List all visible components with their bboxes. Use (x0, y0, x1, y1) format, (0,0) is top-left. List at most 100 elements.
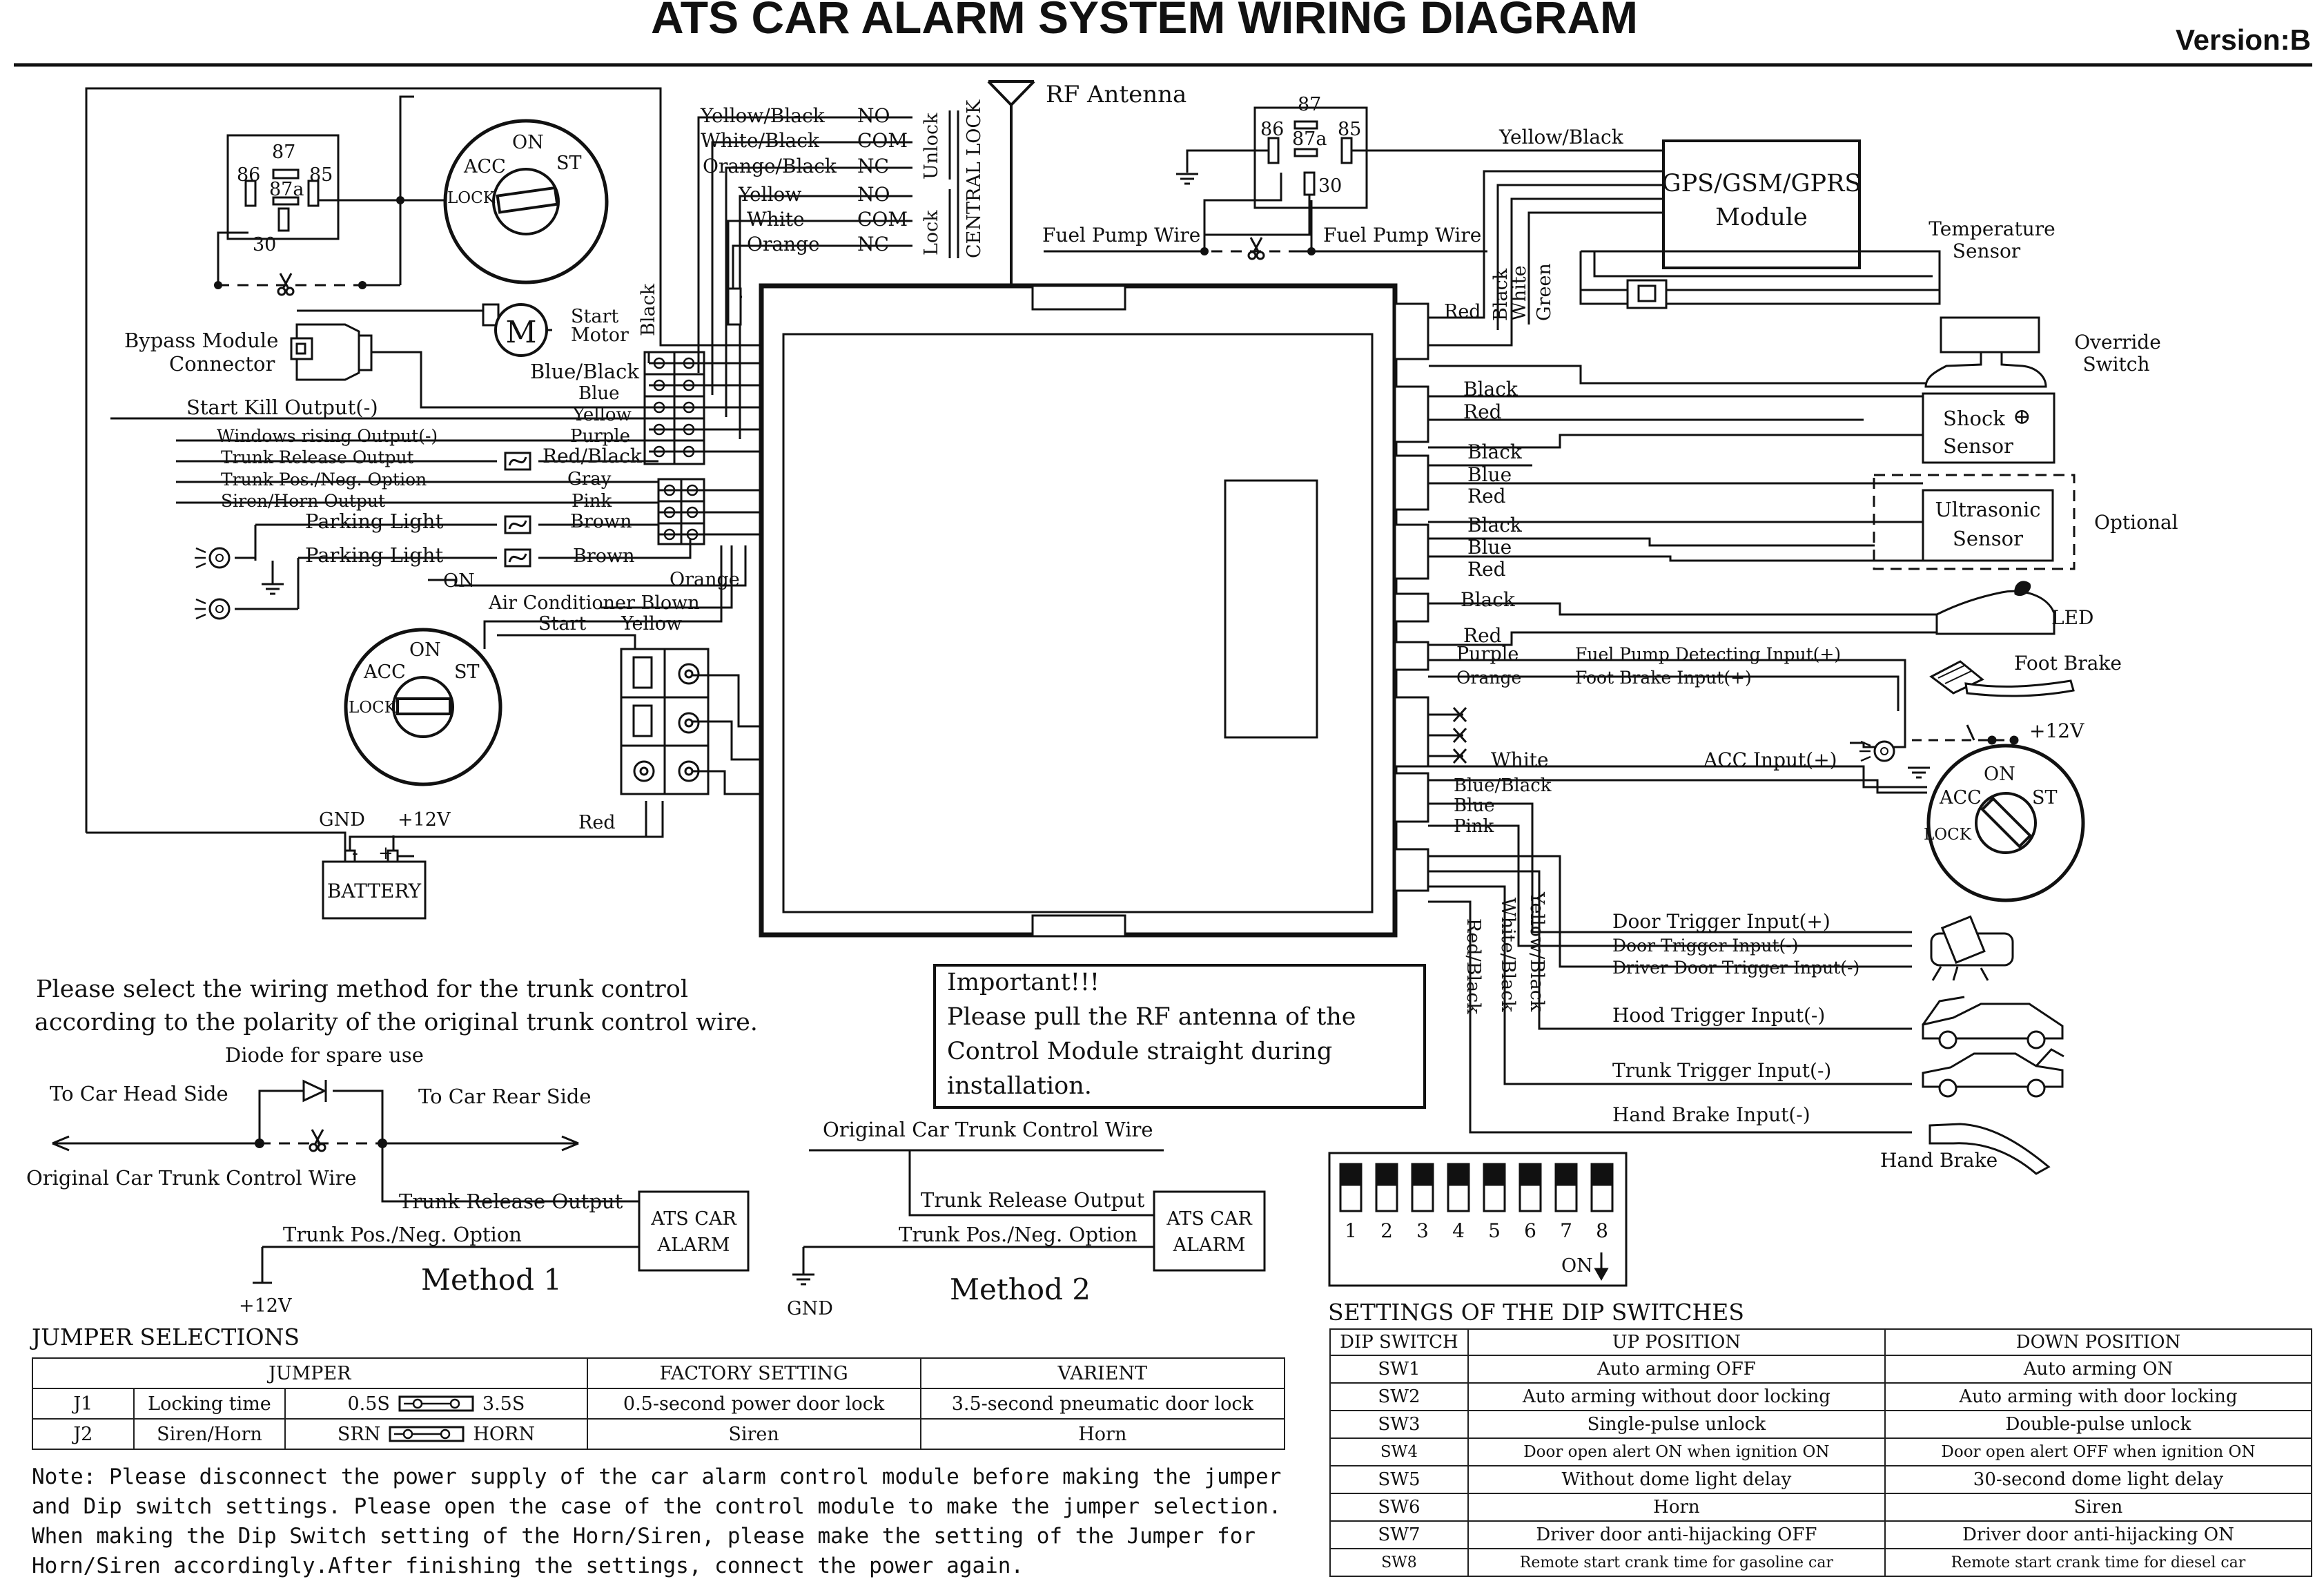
jumper-name: Locking time (133, 1388, 286, 1420)
jumper-left: SRN (337, 1423, 381, 1445)
dip-up: Driver door anti-hijacking OFF (1467, 1520, 1886, 1549)
fn-windows-rising: Windows rising Output(-) (217, 426, 438, 446)
method2-trunk-release: Trunk Release Output (921, 1188, 1145, 1212)
dip-down: Double-pulse unlock (1884, 1410, 2313, 1439)
battery-12v: +12V (398, 809, 451, 831)
ign-bottom-lock: LOCK (349, 699, 397, 717)
important-box (933, 964, 1426, 1109)
r-red-3: Red (1467, 558, 1506, 581)
foot-brake-switch (1850, 659, 2019, 748)
ultrasonic-label-2: Sensor (1953, 527, 2023, 550)
fp-relay-85: 85 (1338, 119, 1361, 140)
dip-sw: SW4 (1329, 1437, 1469, 1466)
relay-87-label: 87 (272, 142, 295, 163)
cl-lock: Lock (921, 210, 942, 255)
dip-on-label: ON (1561, 1255, 1593, 1277)
start-motor (482, 303, 548, 357)
wire-brown-2: Brown (573, 545, 635, 567)
important-line-1: Important!!! (947, 969, 1100, 996)
r-trunk: Trunk Trigger Input(-) (1612, 1059, 1831, 1082)
fuel-pump-relay (1044, 106, 1663, 253)
fn-siren-horn: Siren/Horn Output (221, 491, 385, 511)
battery-minus: - (352, 843, 358, 864)
trunk-diode: Diode for spare use (225, 1043, 424, 1067)
r-driver-door: Driver Door Trigger Input(-) (1612, 958, 1859, 978)
important-line-4: installation. (947, 1072, 1092, 1100)
cl-pin-3: NC (857, 155, 889, 177)
override-label-2: Switch (2082, 353, 2149, 376)
ultrasonic-label-1: Ultrasonic (1935, 498, 2040, 521)
trunk-intro-2: according to the polarity of the origina… (35, 1009, 758, 1036)
ign-right-on: ON (1984, 764, 2015, 785)
dip-up: Horn (1467, 1493, 1886, 1522)
gps-red: Red (1444, 301, 1481, 322)
wire-black-left: Black (638, 283, 659, 336)
cl-pin-4: NO (857, 183, 890, 206)
dip-up: Single-pulse unlock (1467, 1410, 1886, 1439)
module-right-stubs (1394, 302, 1429, 892)
r-white: White (1491, 748, 1549, 771)
jumper-pins: SRN HORN (284, 1418, 588, 1450)
r-orange: Orange (1456, 668, 1521, 688)
dip-num-3: 3 (1416, 1219, 1429, 1242)
r-hand-brake-input: Hand Brake Input(-) (1612, 1103, 1810, 1126)
ign-bottom-acc: ACC (363, 661, 406, 683)
wire-on-label: ON (443, 570, 475, 592)
parking-bulb-2 (193, 598, 231, 620)
override-label-1: Override (2074, 331, 2161, 354)
note-line: Note: Please disconnect the power supply… (32, 1464, 1282, 1489)
dip-down: Driver door anti-hijacking ON (1884, 1520, 2313, 1549)
note-line: Horn/Siren accordingly.After finishing t… (32, 1553, 1024, 1578)
ignition-switch-bottom (344, 628, 502, 786)
battery (322, 835, 427, 920)
ign-right-lock: LOCK (1924, 826, 1972, 844)
hand-brake-label: Hand Brake (1880, 1149, 1998, 1172)
r-red-1: Red (1463, 400, 1502, 423)
r-blue-black: Blue/Black (1454, 775, 1552, 796)
r-hood: Hood Trigger Input(-) (1612, 1004, 1825, 1027)
gps-white: White (1509, 265, 1530, 321)
dip-num-7: 7 (1560, 1219, 1572, 1242)
dip-sw: SW6 (1329, 1493, 1469, 1522)
jumper-heading: JUMPER SELECTIONS (30, 1324, 300, 1350)
ac-start-connector (620, 648, 710, 795)
cl-group: CENTRAL LOCK (964, 99, 985, 258)
ultrasonic-sensor (1922, 489, 2054, 562)
r-white-black: White/Black (1497, 898, 1519, 1012)
cl-wire-3: Orange/Black (703, 155, 837, 177)
dip-switches (1339, 1163, 1614, 1212)
dip-down: Remote start crank time for diesel car (1884, 1548, 2313, 1577)
ign-top-st: ST (556, 153, 582, 174)
cl-wire-4: Yellow (738, 183, 801, 206)
fp-relay-87: 87 (1298, 94, 1321, 115)
jumper-header-jumper: JUMPER (32, 1357, 588, 1389)
relay-86-label: 86 (237, 164, 260, 186)
dip-sw: SW7 (1329, 1520, 1469, 1549)
dip-up: Remote start crank time for gasoline car (1467, 1548, 1886, 1577)
important-line-2: Please pull the RF antenna of the (947, 1003, 1356, 1031)
r-purple: Purple (1456, 643, 1519, 665)
foot-brake-pedal (1929, 660, 2075, 697)
unused-wire-marks (1429, 706, 1467, 764)
dip-header-up: UP POSITION (1467, 1328, 1886, 1356)
trunk-trigger-car-icon (1922, 1048, 2064, 1098)
fp-relay-86: 86 (1260, 119, 1284, 140)
rf-antenna-label: RF Antenna (1046, 81, 1187, 108)
relay-87a-label: 87a (269, 179, 304, 200)
shock-label-2: Sensor (1943, 434, 2013, 458)
gps-label-2: Module (1715, 204, 1808, 231)
temperature-label-1: Temperature (1928, 217, 2055, 240)
temperature-label-2: Sensor (1953, 240, 2021, 262)
r-yellow-black: Yellow/Black (1526, 891, 1547, 1012)
method1-trunk-release: Trunk Release Output (399, 1190, 623, 1213)
cl-wire-1: Yellow/Black (700, 104, 826, 127)
shock-plus: ⊕ (2013, 403, 2031, 429)
jumper-row-j1: J1 Locking time 0.5S 3.5S 0.5-second pow… (32, 1388, 1286, 1420)
battery-gnd: GND (319, 809, 365, 831)
method1-ats-box (638, 1190, 750, 1272)
